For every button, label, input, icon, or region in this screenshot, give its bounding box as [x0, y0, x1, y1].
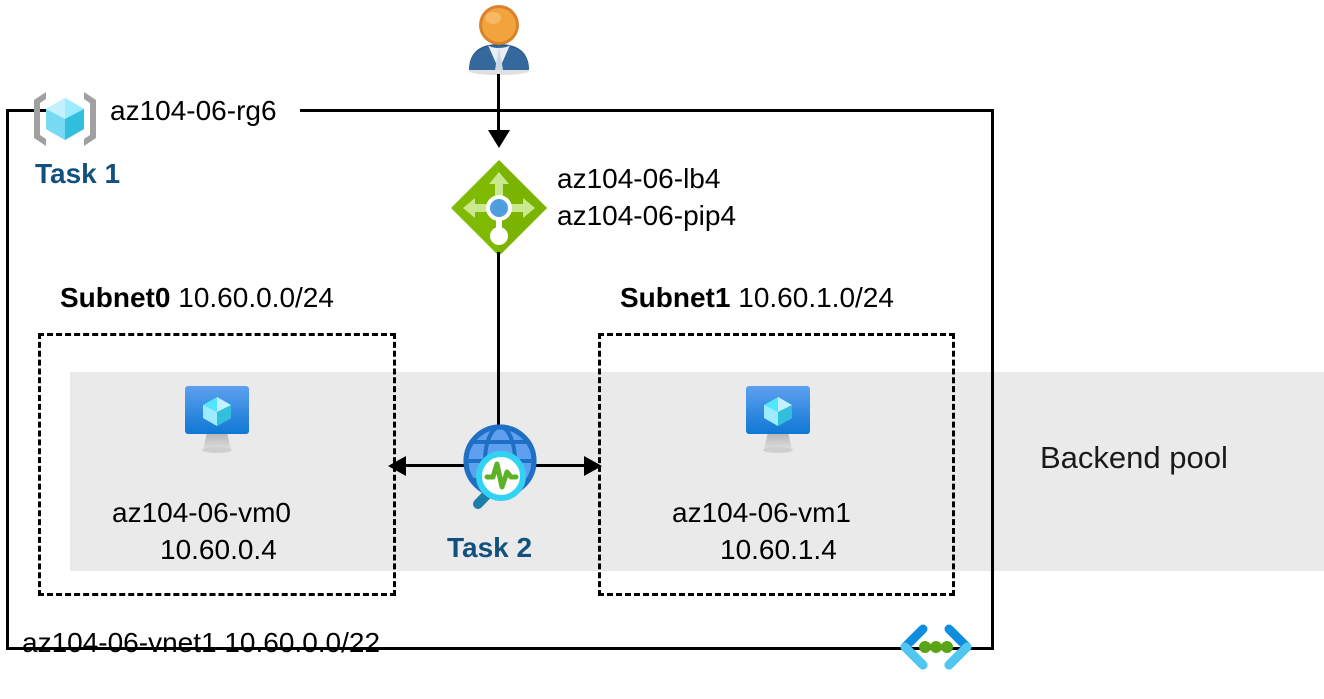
resource-group-border-top-left	[6, 109, 58, 112]
backend-pool-band	[70, 372, 1324, 571]
load-balancer-name: az104-06-lb4	[557, 163, 721, 194]
subnet1-label: Subnet1 10.60.1.0/24	[620, 282, 894, 314]
resource-group-border-right	[991, 109, 994, 650]
task2-label: Task 2	[447, 532, 533, 563]
vm0-ip: 10.60.0.4	[160, 534, 277, 565]
user-icon	[462, 2, 536, 76]
vm1-name: az104-06-vm1	[672, 497, 851, 528]
resource-group-border-left	[6, 109, 9, 650]
arrow-user-to-loadbalancer-head	[488, 130, 510, 148]
resource-group-name: az104-06-rg6	[110, 95, 277, 126]
subnet1-cidr: 10.60.1.0/24	[738, 282, 894, 313]
subnet1-name: Subnet1	[620, 282, 731, 313]
virtual-network-icon	[896, 622, 976, 674]
vm1-ip: 10.60.1.4	[720, 534, 837, 565]
arrow-user-to-loadbalancer-line	[497, 74, 500, 138]
task1-label: Task 1	[35, 158, 121, 189]
subnet-arrow-head-right	[584, 456, 602, 476]
virtual-machine-icon	[740, 380, 816, 456]
resource-group-border-top-right	[300, 109, 994, 112]
load-balancer-icon	[449, 158, 549, 258]
subnet0-name: Subnet0	[60, 282, 171, 313]
subnet-arrow-head-left	[388, 456, 406, 476]
backend-pool-label: Backend pool	[1040, 440, 1228, 475]
subnet0-cidr: 10.60.0.0/24	[178, 282, 334, 313]
virtual-machine-icon	[179, 380, 255, 456]
subnet0-label: Subnet0 10.60.0.0/24	[60, 282, 334, 314]
network-watcher-icon	[451, 420, 548, 517]
vm0-name: az104-06-vm0	[112, 497, 291, 528]
vnet-label: az104-06-vnet1 10.60.0.0/22	[22, 627, 381, 658]
public-ip-name: az104-06-pip4	[557, 200, 737, 231]
loadbalancer-to-network-line	[497, 252, 500, 452]
resource-group-border-bottom	[6, 647, 994, 650]
resource-group-icon	[30, 88, 100, 150]
